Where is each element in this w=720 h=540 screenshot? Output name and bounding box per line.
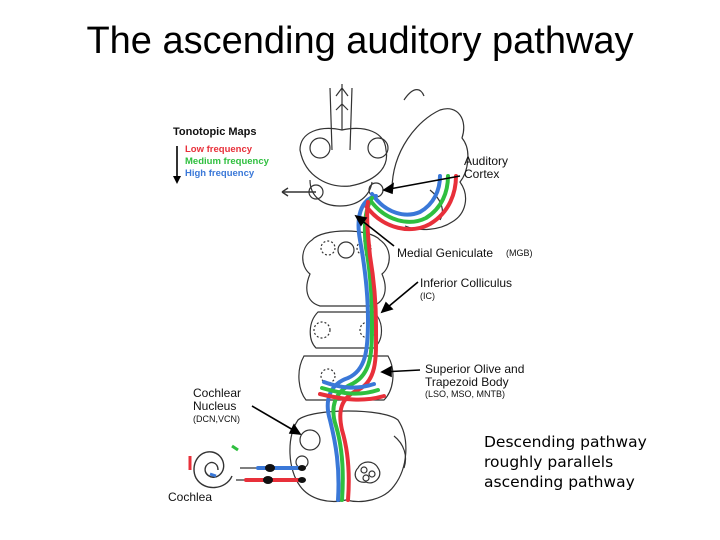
- label-cochlear-nucleus-line1: Cochlear: [193, 386, 241, 400]
- legend-high-frequency: High frequency: [185, 168, 255, 179]
- label-cochlea: Cochlea: [168, 490, 212, 504]
- legend-low-frequency: Low frequency: [185, 144, 253, 155]
- note-line-2: roughly parallels: [484, 453, 614, 471]
- label-superior-olive-line2: Trapezoid Body: [425, 375, 509, 389]
- note-line-3: ascending pathway: [484, 473, 635, 491]
- tract-medium-cortex: [368, 174, 450, 224]
- tract-low-column: [338, 200, 379, 502]
- tract-high-column: [325, 194, 378, 502]
- label-inferior-colliculus-abbr: (IC): [420, 291, 435, 301]
- label-auditory-cortex-line2: Cortex: [464, 167, 499, 181]
- tract-medium-column: [331, 196, 375, 502]
- label-superior-olive-line1: Superior Olive and: [425, 362, 524, 376]
- cochlea-spiral-icon: [188, 444, 239, 489]
- page-title: The ascending auditory pathway: [86, 20, 634, 62]
- pointer-arrows: [251, 175, 461, 435]
- label-cochlear-nucleus-line2: Nucleus: [193, 399, 236, 413]
- tonotopic-legend: Tonotopic Maps Low frequency Medium freq…: [173, 126, 270, 184]
- label-superior-olive-abbr: (LSO, MSO, MNTB): [425, 389, 505, 399]
- nerve-ganglia: [263, 464, 306, 484]
- tonotopic-tracts: [244, 174, 458, 502]
- tract-high-cortex: [370, 174, 442, 217]
- legend-medium-frequency: Medium frequency: [185, 156, 270, 167]
- label-medial-geniculate: Medial Geniculate: [397, 246, 493, 260]
- legend-heading: Tonotopic Maps: [173, 126, 257, 138]
- label-auditory-cortex-line1: Auditory: [464, 154, 508, 168]
- tract-low-cortex: [364, 174, 458, 232]
- label-medial-geniculate-abbr: (MGB): [506, 248, 533, 258]
- descending-pathway-note: Descending pathway roughly parallels asc…: [484, 432, 704, 492]
- structure-labels: Auditory Cortex Medial Geniculate (MGB) …: [168, 154, 533, 504]
- label-inferior-colliculus: Inferior Colliculus: [420, 276, 512, 290]
- label-cochlear-nucleus-abbr: (DCN,VCN): [193, 414, 240, 424]
- note-line-1: Descending pathway: [484, 433, 647, 451]
